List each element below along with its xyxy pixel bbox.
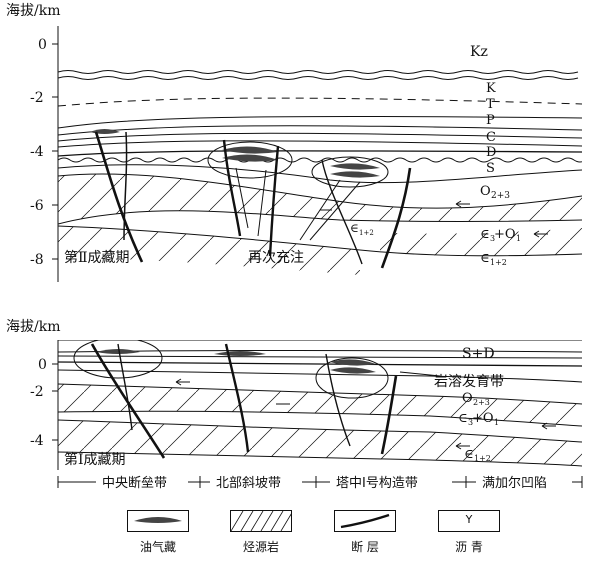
zone-central-horst: 中央断垒带 [102, 476, 167, 491]
top-stratum-e12-a-sub: 1+2 [359, 229, 374, 237]
legend-label-fault: 断 层 [351, 540, 379, 554]
top-panel: 海拔/km 0 -2 -4 -6 -8 [6, 3, 582, 282]
top-fault-2 [222, 139, 242, 237]
source-rock-icon [230, 510, 292, 532]
bottom-tick-1: -2 [30, 384, 44, 400]
top-stratum-e3: ∈ [480, 227, 490, 242]
bottom-stratum-e3: ∈ [458, 411, 468, 426]
zone-north-slope: 北部斜坡带 [216, 476, 281, 491]
legend-item-bitumen: Y 沥 青 [434, 510, 504, 555]
bottom-stratum-o: O [462, 391, 473, 406]
top-stratum-o: O [480, 184, 491, 199]
top-y-ticks [52, 43, 58, 260]
legend-item-reservoir: 油气藏 [123, 510, 193, 555]
bottom-stratum-e12: ∈ [464, 447, 474, 462]
bottom-section-body [58, 340, 582, 467]
bottom-stratum-e3-sub: 3 [468, 418, 473, 427]
bottom-period-label: 第Ⅰ成藏期 [64, 451, 126, 468]
top-stratum-e12-a: ∈ [350, 221, 359, 235]
top-section-body [58, 70, 582, 275]
bottom-stratum-e12-sub: 1+2 [474, 454, 491, 463]
top-tick-2: -4 [30, 144, 44, 160]
top-period-label: 第Ⅱ成藏期 [64, 249, 130, 266]
top-tick-0: 0 [38, 37, 47, 53]
top-fault-1 [94, 131, 144, 263]
top-axis-title: 海拔/km [6, 3, 60, 19]
bottom-stratum-o-sub: 2+3 [473, 398, 490, 407]
legend-label-source-rock: 烃源岩 [242, 540, 279, 554]
legend-label-bitumen: 沥 青 [455, 540, 483, 554]
top-stratum-t: T [486, 97, 495, 112]
bottom-tick-2: -4 [30, 433, 44, 449]
bottom-axis-title: 海拔/km [6, 319, 60, 335]
bottom-stratum-o1-sub: 1 [494, 418, 499, 427]
top-tick-3: -6 [30, 198, 44, 214]
top-stratum-o1-sub: 1 [516, 234, 521, 243]
bottom-fault-2 [224, 343, 250, 453]
bitumen-symbol: Y [465, 513, 473, 526]
top-tick-4: -8 [30, 252, 44, 268]
top-stratum-c: C [486, 130, 496, 145]
top-stratum-p: P [486, 113, 495, 128]
zone-manjiaer-depression: 满加尔凹陷 [482, 476, 547, 491]
bottom-panel: 海拔/km 0 -2 -4 [6, 319, 583, 491]
top-stratum-kz: Kz [470, 44, 488, 60]
top-note-recharge: 再次充注 [248, 250, 304, 266]
bitumen-icon: Y [438, 510, 500, 532]
bottom-tick-0: 0 [38, 357, 47, 373]
top-tick-1: -2 [30, 90, 44, 106]
bottom-fault-1 [90, 343, 166, 459]
fault-icon [334, 510, 396, 532]
zone-tazhong-structure: 塔中Ⅰ号构造带 [336, 476, 418, 491]
top-stratum-o1: +O [494, 227, 516, 242]
bottom-stratum-sd: S+D [462, 346, 495, 362]
top-stratum-e12-b: ∈ [480, 251, 490, 266]
top-stratum-o-sub: 2+3 [491, 191, 510, 201]
legend-item-fault: 断 层 [330, 510, 400, 555]
legend-label-reservoir: 油气藏 [139, 540, 176, 554]
top-stratum-e3-sub: 3 [490, 234, 495, 243]
bottom-stratum-o1: +O [472, 411, 494, 426]
top-stratum-e12-b-sub: 1+2 [490, 258, 507, 267]
legend: 油气藏 烃源岩 断 层 Y 沥 青 [0, 510, 613, 562]
top-fault-3 [380, 167, 412, 269]
bottom-fault-3 [380, 375, 398, 455]
top-stratum-s: S [486, 161, 495, 176]
bottom-karst-zone: 岩溶发育带 [434, 374, 504, 390]
legend-item-source-rock: 烃源岩 [226, 510, 296, 555]
top-stratum-k: K [486, 81, 496, 96]
top-stratum-d: D [486, 145, 496, 160]
geologic-cross-section-figure: 海拔/km 0 -2 -4 -6 -8 [6, 3, 583, 491]
reservoir-icon [127, 510, 189, 532]
